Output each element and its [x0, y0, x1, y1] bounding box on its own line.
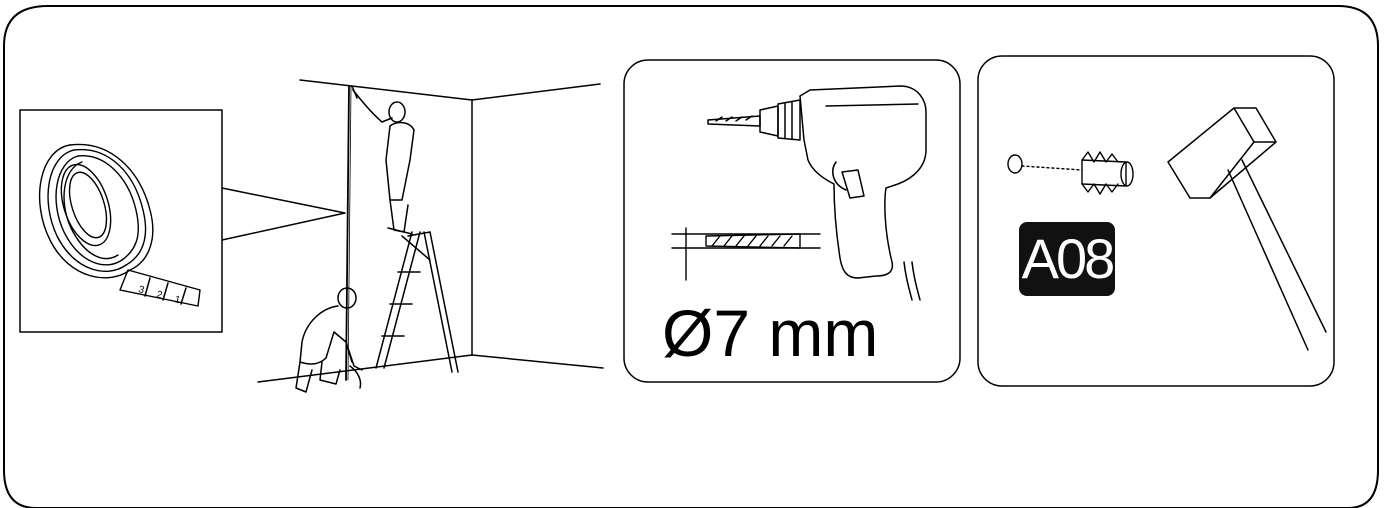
- tape-callout-box: [19, 109, 223, 333]
- anchor-panel: [977, 55, 1335, 387]
- tape-number-1: 1: [173, 294, 181, 306]
- drill-panel: [623, 59, 961, 383]
- tape-number-2: 2: [155, 289, 163, 301]
- drill-diameter-label: Ø7 mm: [662, 296, 879, 370]
- drill-bit-icon: [671, 227, 821, 281]
- electric-drill-icon: [707, 85, 927, 301]
- outer-border: [3, 5, 1379, 508]
- measuring-tape-icon: 3 2 1: [19, 109, 346, 333]
- step-ladder: [375, 231, 459, 373]
- callout-pointer: [221, 187, 346, 241]
- hammer-icon: [1167, 107, 1327, 351]
- wall-plug-icon: [1007, 151, 1134, 195]
- tape-coil: [38, 143, 154, 279]
- tape-strip: [119, 269, 201, 307]
- tape-number-3: 3: [137, 284, 145, 296]
- measuring-people-illustration: [257, 79, 604, 393]
- part-code-badge: A08: [1019, 222, 1115, 296]
